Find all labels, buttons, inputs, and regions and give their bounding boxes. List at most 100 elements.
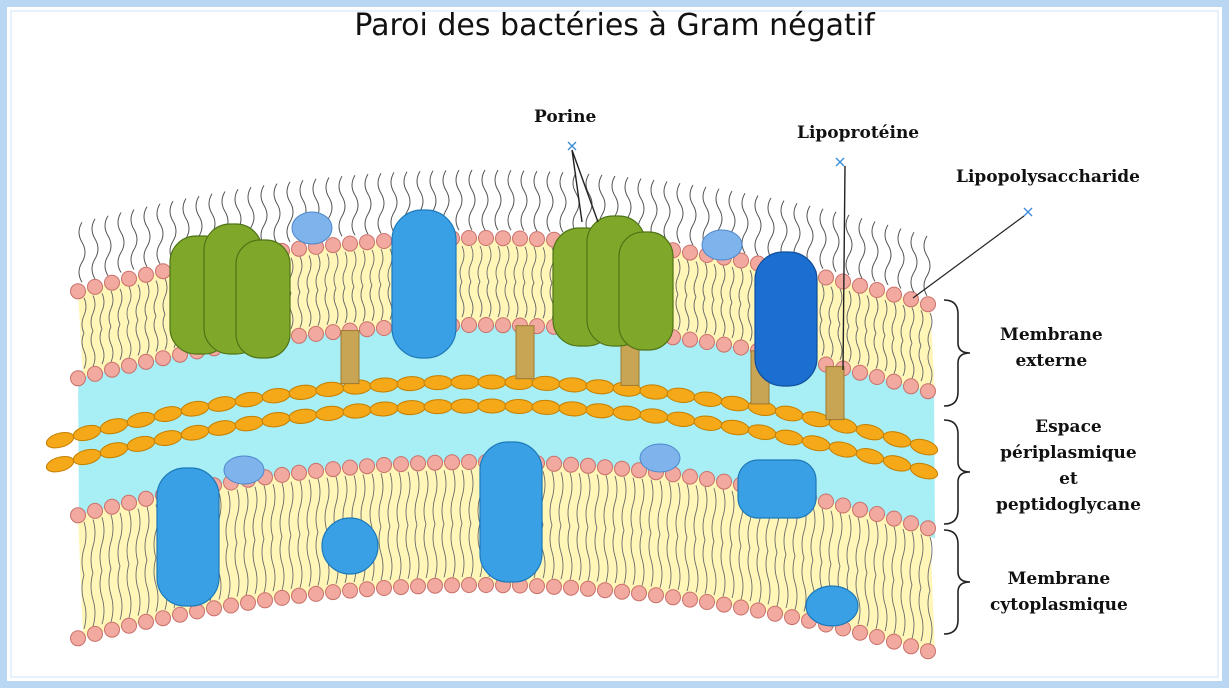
lps-chain: [807, 206, 813, 266]
cyto-membrane-head: [598, 583, 613, 598]
outer-membrane-head: [360, 235, 375, 250]
lps-chain: [742, 193, 748, 253]
lps-chain: [157, 204, 163, 264]
peripheral-protein: [640, 444, 680, 472]
cyto-membrane-head: [853, 625, 868, 640]
cyto-membrane-head: [411, 579, 426, 594]
cyto-membrane-head: [360, 459, 375, 474]
label-line: peptidoglycane: [996, 492, 1141, 518]
lipoprotein-anchor: [516, 326, 534, 379]
cyto-membrane-head: [581, 458, 596, 473]
porin: [553, 216, 673, 350]
cyto-membrane-head: [326, 585, 341, 600]
lps-chain: [768, 198, 774, 258]
cyto-membrane-head: [445, 455, 460, 470]
lipoprotein-anchor: [341, 331, 359, 384]
marker-cross: [836, 158, 844, 166]
cyto-membrane-head: [71, 631, 86, 646]
outer-membrane-head: [853, 365, 868, 380]
lps-chain: [469, 170, 475, 230]
outer-membrane-head: [462, 318, 477, 333]
lps-chain: [274, 184, 280, 244]
lps-chain: [261, 185, 267, 245]
lps-chain: [92, 219, 98, 279]
porin-subunit: [619, 232, 673, 350]
cyto-membrane-head: [343, 460, 358, 475]
cyto-membrane-head: [887, 634, 902, 649]
label-line: cytoplasmique: [990, 592, 1128, 618]
label-line: périplasmique: [996, 440, 1141, 466]
lps-chain: [859, 218, 865, 278]
cyto-membrane-head: [921, 644, 936, 659]
outer-membrane-head: [462, 231, 477, 246]
outer-membrane-head: [122, 358, 137, 373]
cyto-membrane-head: [122, 495, 137, 510]
cyto-membrane-head: [853, 502, 868, 517]
cyto-membrane-head: [377, 581, 392, 596]
outer-membrane-head: [139, 267, 154, 282]
outer-membrane-head: [513, 231, 528, 246]
cyto-membrane-head: [241, 595, 256, 610]
lps-chain: [872, 222, 878, 282]
lps-chain: [846, 215, 852, 275]
cyto-membrane-head: [717, 474, 732, 489]
cyto-membrane-head: [768, 606, 783, 621]
lps-chain: [911, 232, 917, 292]
outer-membrane-head: [88, 279, 103, 294]
peptidoglycan-unit: [45, 454, 76, 475]
cyto-membrane-head: [462, 455, 477, 470]
outer-membrane-head: [870, 283, 885, 298]
cyto-membrane-head: [156, 611, 171, 626]
outer-membrane-head: [479, 318, 494, 333]
peptidoglycan-unit: [424, 399, 452, 414]
outer-membrane-head: [904, 379, 919, 394]
cyto-membrane-head: [173, 607, 188, 622]
porin-subunit: [236, 240, 290, 358]
peptidoglycan-unit: [451, 375, 479, 389]
cyto-membrane-head: [224, 598, 239, 613]
cyto-membrane-head: [360, 582, 375, 597]
cyto-membrane-head: [377, 458, 392, 473]
outer-membrane-head: [360, 322, 375, 337]
outer-membrane-head: [496, 318, 511, 333]
lps-chain: [833, 212, 839, 272]
cyto-membrane-head: [122, 618, 137, 633]
peptidoglycan-unit: [505, 399, 533, 414]
cyto-membrane-head: [445, 578, 460, 593]
lps-chain: [651, 180, 657, 240]
cyto-membrane-head: [921, 521, 936, 536]
outer-membrane-head: [71, 284, 86, 299]
lps-chain: [508, 170, 514, 230]
cyto-membrane-head: [275, 467, 290, 482]
cyto-membrane-head: [547, 456, 562, 471]
label-porine: Porine: [534, 104, 596, 130]
lps-chain: [352, 175, 358, 235]
lps-chain: [378, 173, 384, 233]
label-line: externe: [1000, 348, 1103, 374]
cyto-membrane-head: [394, 457, 409, 472]
cyto-membrane-head: [887, 511, 902, 526]
marker-cross: [568, 142, 576, 150]
cyto-membrane-head: [207, 601, 222, 616]
bracket: [944, 420, 970, 524]
cyto-membrane-head: [292, 465, 307, 480]
cyto-membrane-head: [615, 584, 630, 599]
outer-membrane-head: [326, 238, 341, 253]
label-line: Membrane: [1000, 322, 1103, 348]
cyto-membrane-head: [309, 586, 324, 601]
cyto-membrane-head: [547, 579, 562, 594]
lps-chain: [677, 183, 683, 243]
peripheral-protein: [224, 456, 264, 484]
outer-membrane-head: [156, 264, 171, 279]
cyto-membrane-head: [717, 597, 732, 612]
lps-chain: [131, 210, 137, 270]
cyto-membrane-head: [394, 580, 409, 595]
cyto-membrane-protein: [806, 586, 858, 626]
cyto-membrane-head: [649, 588, 664, 603]
lps-chain: [534, 171, 540, 231]
outer-membrane-head: [122, 271, 137, 286]
pointer-line: [572, 150, 598, 222]
cyto-membrane-head: [530, 579, 545, 594]
lps-chain: [79, 222, 85, 282]
pointer-line: [913, 216, 1024, 298]
